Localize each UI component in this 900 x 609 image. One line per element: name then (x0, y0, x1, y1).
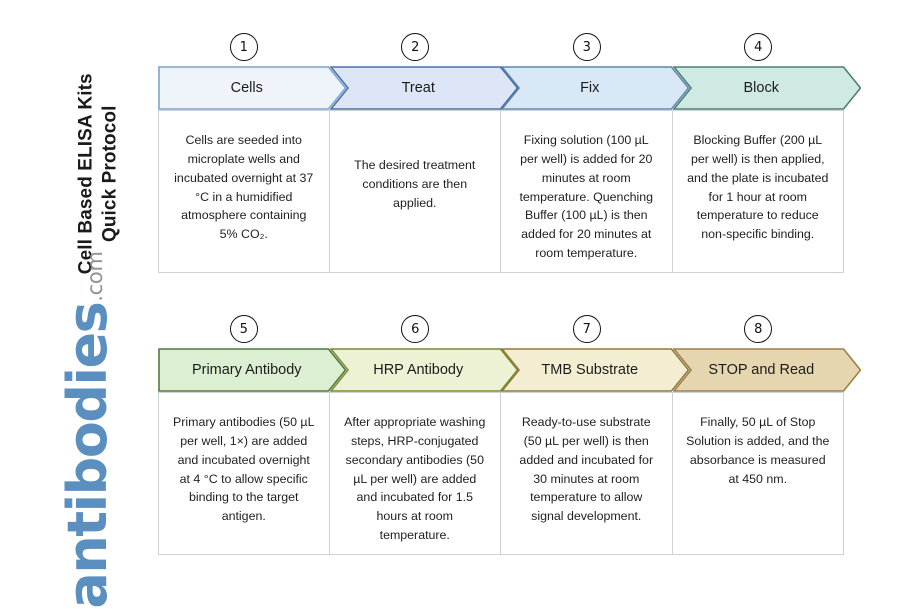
description-panel-strip-1: Cells are seeded into microplate wells a… (158, 110, 844, 273)
step-description-text: After appropriate washing steps, HRP-con… (344, 415, 486, 543)
chevron-shape (158, 66, 347, 110)
chevron-label: Primary Antibody (191, 362, 302, 378)
chevron-label: Fix (580, 80, 600, 96)
step-number-badge: 1 (229, 33, 258, 61)
process-step-chevron[interactable]: STOP and Read (672, 348, 861, 392)
chevron-shape (158, 348, 347, 392)
step-description-panel: After appropriate washing steps, HRP-con… (329, 392, 501, 555)
chevron-label: Treat (401, 80, 435, 96)
chevron-shape (672, 348, 861, 392)
chevron-label: Block (743, 80, 779, 96)
brand-logo: antibodies .com (43, 251, 119, 608)
step-number-badge: 6 (401, 315, 430, 343)
chevron-label: HRP Antibody (373, 362, 464, 378)
process-flow-row-1: 1 2 3 4 Cells Treat Fix Block Cells are seeded… (158, 33, 861, 273)
step-description-text: Primary antibodies (50 µL per well, 1×) … (173, 415, 315, 524)
step-description-text: Blocking Buffer (200 µL per well) is the… (687, 133, 829, 242)
process-step-chevron[interactable]: Treat (329, 66, 518, 110)
step-description-text: Cells are seeded into microplate wells a… (174, 133, 314, 242)
process-step-chevron[interactable]: Cells (158, 66, 347, 110)
chevron-label: Cells (230, 80, 263, 96)
step-description-text: The desired treatment conditions are the… (354, 158, 476, 210)
step-number-badge: 3 (572, 33, 601, 61)
chevron-strip-1: Cells Treat Fix Block (158, 66, 861, 110)
chevron-label: STOP and Read (708, 362, 815, 378)
step-description-panel: Finally, 50 µL of Stop Solution is added… (672, 392, 844, 555)
step-number-badge: 5 (229, 315, 258, 343)
chevron-shape (501, 66, 690, 110)
process-step-chevron[interactable]: TMB Substrate (501, 348, 690, 392)
process-step-chevron[interactable]: Block (672, 66, 861, 110)
chevron-label: TMB Substrate (541, 362, 639, 378)
left-rail: Cell Based ELISA Kits Quick Protocol ant… (0, 0, 155, 608)
description-panel-strip-2: Primary antibodies (50 µL per well, 1×) … (158, 392, 844, 555)
step-description-panel: Blocking Buffer (200 µL per well) is the… (672, 110, 844, 273)
step-description-panel: Cells are seeded into microplate wells a… (158, 110, 330, 273)
process-step-chevron[interactable]: Fix (501, 66, 690, 110)
step-description-panel: Ready-to-use substrate (50 µL per well) … (501, 392, 673, 555)
chevron-shape (501, 348, 690, 392)
step-number-badge: 7 (572, 315, 601, 343)
chevron-shape (672, 66, 861, 110)
brand-tld: .com (83, 251, 107, 302)
brand-name: antibodies (55, 302, 119, 609)
process-step-chevron[interactable]: HRP Antibody (329, 348, 518, 392)
chevron-strip-2: Primary Antibody HRP Antibody TMB Substrat… (158, 348, 861, 392)
step-description-panel: Fixing solution (100 µL per well) is add… (501, 110, 673, 273)
step-number-badge: 8 (744, 315, 773, 343)
step-number-badge: 4 (744, 33, 773, 61)
process-flow-row-2: 5 6 7 8 Primary Antibody HRP Antibody TMB Sub… (158, 315, 861, 555)
step-number-strip-2: 5 6 7 8 (158, 315, 844, 348)
step-description-text: Fixing solution (100 µL per well) is add… (519, 133, 654, 261)
chevron-shape (329, 348, 518, 392)
step-description-text: Ready-to-use substrate (50 µL per well) … (519, 415, 654, 524)
step-description-panel: The desired treatment conditions are the… (329, 110, 501, 273)
step-description-panel: Primary antibodies (50 µL per well, 1×) … (158, 392, 330, 555)
process-step-chevron[interactable]: Primary Antibody (158, 348, 347, 392)
chevron-shape (329, 66, 518, 110)
step-number-badge: 2 (401, 33, 430, 61)
step-description-text: Finally, 50 µL of Stop Solution is added… (686, 415, 830, 486)
step-number-strip-1: 1 2 3 4 (158, 33, 844, 66)
